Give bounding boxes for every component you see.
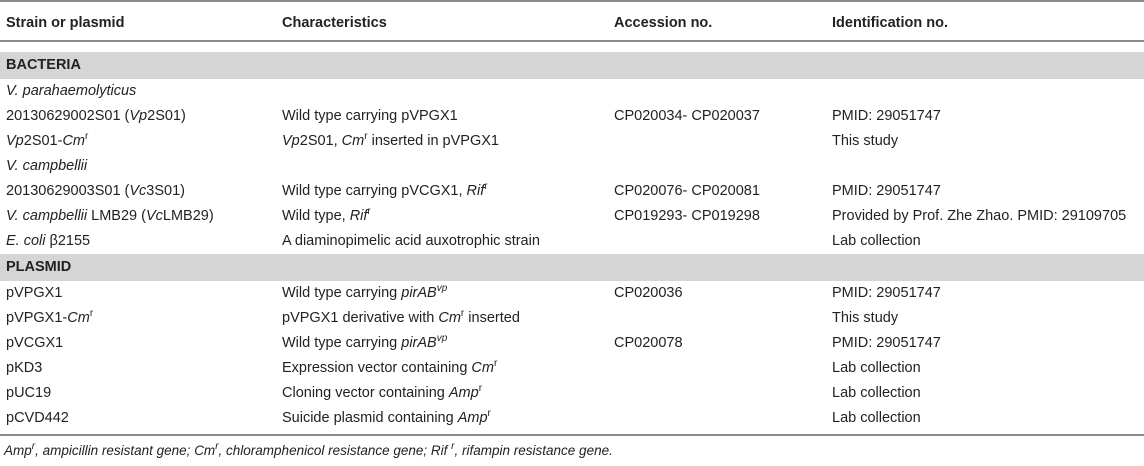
table-row: pUC19 Cloning vector containing Ampr Lab… [0,381,1144,406]
characteristics: Wild type carrying pirABvp [282,333,448,352]
section-bacteria: BACTERIA [0,52,1144,79]
plasmid-name: pVCGX1 [6,335,64,351]
accession: CP020076- CP020081 [614,183,760,199]
table-row: E. coli β2155 A diaminopimelic acid auxo… [0,229,1144,254]
plasmid-name: pUC19 [6,385,52,401]
table-row: pVPGX1 Wild type carrying pirABvp CP0200… [0,281,1144,306]
strain-plasmid-table: Strain or plasmid Characteristics Access… [0,0,1144,431]
characteristics: Expression vector containing Cmr [282,358,498,377]
table-row: pKD3 Expression vector containing Cmr La… [0,356,1144,381]
characteristics: pVPGX1 derivative with Cmr inserted [282,308,520,327]
table-row: Vp2S01-Cmr Vp2S01, Cmr inserted in pVPGX… [0,129,1144,154]
header-identification: Identification no. [832,15,948,31]
strain-name: 20130629003S01 (Vc3S01) [6,183,185,199]
identification: Lab collection [832,385,921,401]
identification: PMID: 29051747 [832,285,941,301]
table-row: V. campbellii LMB29 (VcLMB29) Wild type,… [0,204,1144,229]
header-strain-or-plasmid: Strain or plasmid [6,15,125,31]
table-footnote: Ampr, ampicillin resistant gene; Cmr, ch… [4,441,613,459]
characteristics: Wild type, Rifr [282,206,371,225]
characteristics: Cloning vector containing Ampr [282,383,483,402]
table-row: 20130629003S01 (Vc3S01) Wild type carryi… [0,179,1144,204]
identification: PMID: 29051747 [832,335,941,351]
accession: CP020036 [614,285,683,301]
header-accession: Accession no. [614,15,713,31]
accession: CP020078 [614,335,683,351]
characteristics: Vp2S01, Cmr inserted in pVPGX1 [282,131,499,150]
strain-name: V. campbellii LMB29 (VcLMB29) [6,208,214,224]
table-row: V. parahaemolyticus [0,79,1144,104]
characteristics: A diaminopimelic acid auxotrophic strain [282,233,540,249]
table-row: pVPGX1-Cmr pVPGX1 derivative with Cmr in… [0,306,1144,331]
strain-name: E. coli β2155 [6,233,91,249]
table-row: pVCGX1 Wild type carrying pirABvp CP0200… [0,331,1144,356]
table-row: V. campbellii [0,154,1144,179]
table-row: 20130629002S01 (Vp2S01) Wild type carryi… [0,104,1144,129]
identification: Lab collection [832,410,921,426]
identification: Lab collection [832,233,921,249]
identification: This study [832,133,899,149]
strain-name: 20130629002S01 (Vp2S01) [6,108,186,124]
plasmid-name: pVPGX1-Cmr [6,308,94,327]
plasmid-name: pVPGX1 [6,285,63,301]
characteristics: Wild type carrying pirABvp [282,283,448,302]
table-bottom-rule [0,434,1144,436]
strain-name: V. parahaemolyticus [6,83,137,99]
section-label: BACTERIA [6,57,81,73]
identification: Provided by Prof. Zhe Zhao. PMID: 291097… [832,208,1127,224]
strain-name: V. campbellii [6,158,88,174]
identification: This study [832,310,899,326]
section-plasmid: PLASMID [0,254,1144,281]
characteristics: Wild type carrying pVPGX1 [282,108,458,124]
identification: PMID: 29051747 [832,183,941,199]
characteristics: Suicide plasmid containing Ampr [282,408,491,427]
table-row: pCVD442 Suicide plasmid containing Ampr … [0,406,1144,431]
accession: CP019293- CP019298 [614,208,760,224]
identification: PMID: 29051747 [832,108,941,124]
characteristics: Wild type carrying pVCGX1, Rifr [282,181,488,200]
identification: Lab collection [832,360,921,376]
header-characteristics: Characteristics [282,15,387,31]
section-label: PLASMID [6,259,72,275]
plasmid-name: pCVD442 [6,410,69,426]
strain-name: Vp2S01-Cmr [6,131,89,150]
table-header-row: Strain or plasmid Characteristics Access… [0,0,1144,42]
plasmid-name: pKD3 [6,360,43,376]
accession: CP020034- CP020037 [614,108,760,124]
